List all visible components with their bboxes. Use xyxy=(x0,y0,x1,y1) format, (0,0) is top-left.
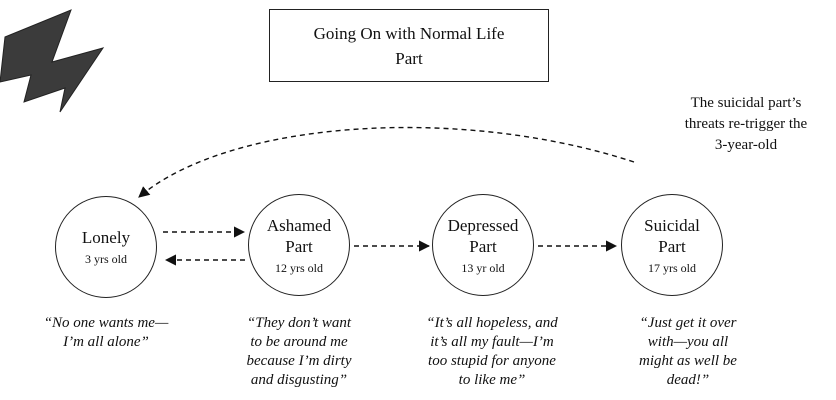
node-age: 3 yrs old xyxy=(85,252,127,266)
quote-line: to like me” xyxy=(458,372,526,388)
node-age: 17 yrs old xyxy=(648,260,696,275)
node-age: 13 yr old xyxy=(461,260,505,275)
quote-suicidal: “Just get it over with—you all might as … xyxy=(608,314,768,390)
node-name-line2: Part xyxy=(658,236,686,256)
normal-life-part-label-line1: Going On with Normal Life xyxy=(313,23,505,43)
node-age: 12 yrs old xyxy=(275,260,323,275)
quote-line: and disgusting” xyxy=(250,372,348,388)
node-suicidal: Suicidal Part 17 yrs old xyxy=(621,194,723,296)
quote-line: “Just get it over xyxy=(639,315,737,331)
quote-line: because I’m dirty xyxy=(246,353,352,369)
annotation-line3: 3-year-old xyxy=(714,137,778,153)
lightning-bolt-icon xyxy=(0,9,105,113)
quote-line: dead!” xyxy=(666,372,710,388)
quote-line: too stupid for anyone xyxy=(428,353,556,369)
node-name-line2: Part xyxy=(285,236,313,256)
quote-line: might as well be xyxy=(639,353,737,369)
node-name: Depressed xyxy=(447,215,519,235)
annotation-line2: threats re-trigger the xyxy=(684,116,808,132)
quote-lonely: “No one wants me— I’m all alone” xyxy=(6,314,206,352)
quote-line: I’m all alone” xyxy=(63,334,149,350)
arrow-suicidal-to-lonely xyxy=(138,126,635,198)
node-lonely: Lonely 3 yrs old xyxy=(55,196,157,298)
quote-depressed: “It’s all hopeless, and it’s all my faul… xyxy=(397,314,587,390)
retrigger-annotation: The suicidal part’s threats re-trigger t… xyxy=(656,93,836,156)
node-name: Suicidal xyxy=(644,215,700,235)
normal-life-part-label-line2: Part xyxy=(395,48,423,68)
quote-line: “They don’t want xyxy=(246,315,352,331)
node-name-line2: Part xyxy=(469,236,497,256)
quote-line: with—you all xyxy=(647,334,729,350)
quote-line: “It’s all hopeless, and xyxy=(426,315,558,331)
normal-life-part-box: Going On with Normal Life Part xyxy=(269,9,549,82)
quote-line: it’s all my fault—I’m xyxy=(430,334,554,350)
node-depressed: Depressed Part 13 yr old xyxy=(432,194,534,296)
node-name: Lonely xyxy=(81,228,131,247)
node-name: Ashamed xyxy=(266,215,332,235)
quote-line: “No one wants me— xyxy=(43,315,169,331)
quote-ashamed: “They don’t want to be around me because… xyxy=(214,314,384,390)
annotation-line1: The suicidal part’s xyxy=(690,95,802,111)
node-ashamed: Ashamed Part 12 yrs old xyxy=(248,194,350,296)
quote-line: to be around me xyxy=(250,334,348,350)
